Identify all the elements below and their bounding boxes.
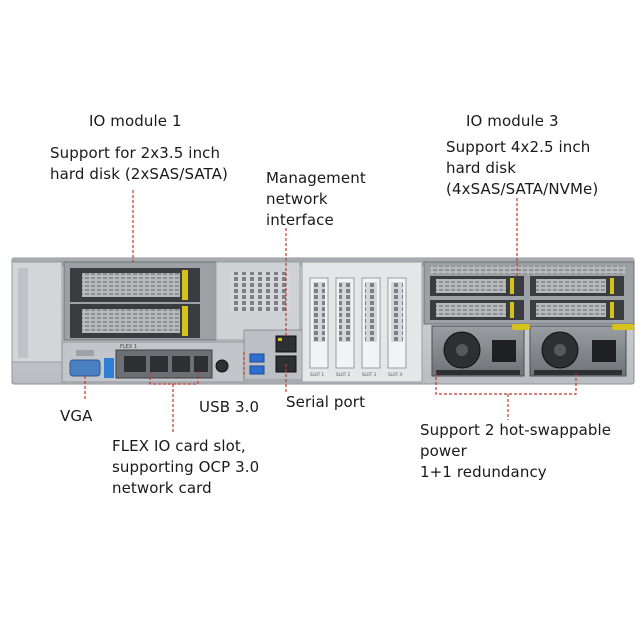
power-button [215, 359, 229, 373]
flex-port-3 [172, 356, 190, 372]
io-module-1-line-1: Support for 2x3.5 inch [50, 144, 221, 162]
pcie-slot-1-vent [313, 282, 325, 342]
callout-lines [84, 190, 577, 432]
flex-port-4 [194, 356, 208, 372]
vga-label: VGA [60, 407, 93, 425]
slot-label-2: SLOT 2 [336, 372, 350, 377]
management-label: Management network interface [266, 168, 366, 231]
usb-label: USB 3.0 [199, 398, 260, 416]
power-line-1: Support 2 hot-swappable [420, 421, 612, 439]
flex-release-tab [104, 358, 114, 378]
psu-1-handle [436, 370, 520, 375]
management-line-1: Management [266, 169, 366, 187]
management-port-led [278, 338, 282, 341]
drive-bay-2-5-2-latch [610, 278, 614, 294]
callout-power [435, 372, 577, 420]
slot-label-3: SLOT 3 [362, 372, 376, 377]
power-line-2: power [420, 442, 467, 460]
psu-2-release-tab [612, 324, 634, 330]
flex-line-2: supporting OCP 3.0 [112, 458, 260, 476]
slot-label-4: SLOT 4 [388, 372, 402, 377]
drive-bay-3-5-top-vent [82, 273, 180, 297]
drive-bay-2-5-4-latch [610, 302, 614, 318]
usb-port-top [249, 353, 265, 363]
flex-slot-label: FLEX 1 [120, 344, 137, 350]
mid-vent [230, 272, 290, 312]
drive-bay-2-5-4-vent [536, 303, 606, 317]
pcie-slots [309, 277, 407, 369]
psu-2-fan-hub [554, 344, 566, 356]
io-module-3-desc: Support 4x2.5 inch hard disk (4xSAS/SATA… [446, 137, 598, 200]
psu-2-socket [592, 340, 616, 362]
drive-bay-3-5-top-latch [182, 270, 188, 300]
serial-label: Serial port [286, 393, 366, 411]
pcie-slot-3-vent [365, 282, 377, 342]
vga-port [69, 359, 101, 377]
usb-port-bottom [249, 365, 265, 375]
vga-port-mark [76, 350, 94, 356]
flex-line-1: FLEX IO card slot, [112, 437, 246, 455]
flex-port-1 [124, 356, 146, 372]
pcie-slot-2-vent [339, 282, 351, 342]
left-ear-bracket [18, 268, 28, 358]
io-module-3-line-1: Support 4x2.5 inch [446, 138, 591, 156]
drive-bay-2-5-1-vent [436, 279, 506, 293]
drive-bay-3-5-bottom-latch [182, 306, 188, 336]
psu-1-fan-hub [456, 344, 468, 356]
io-module-3-title: IO module 3 [466, 112, 559, 130]
slot-label-1: SLOT 1 [310, 372, 324, 377]
io-module-3-line-3: (4xSAS/SATA/NVMe) [446, 180, 599, 198]
drive-bay-2-5-3-vent [436, 303, 506, 317]
psu-1-release-tab [512, 324, 530, 330]
psu-1-socket [492, 340, 516, 362]
psu-2-handle [534, 370, 622, 375]
management-line-3: interface [266, 211, 334, 229]
management-line-2: network [266, 190, 328, 208]
flex-line-3: network card [112, 479, 212, 497]
drive-bay-2-5-2-vent [536, 279, 606, 293]
io-module-3-line-2: hard disk [446, 159, 516, 177]
power-label: Support 2 hot-swappable power 1+1 redund… [420, 420, 611, 483]
io-module-3-top-vent [430, 266, 626, 274]
io-module-1-desc: Support for 2x3.5 inch hard disk (2xSAS/… [50, 143, 228, 185]
pcie-slot-4-vent [391, 282, 403, 342]
io-module-1-line-2: hard disk (2xSAS/SATA) [50, 165, 228, 183]
callout-flex [149, 372, 199, 432]
power-line-3: 1+1 redundancy [420, 463, 547, 481]
drive-bay-2-5-1-latch [510, 278, 514, 294]
drive-bay-2-5-3-latch [510, 302, 514, 318]
io-module-1-title: IO module 1 [89, 112, 182, 130]
flex-label: FLEX IO card slot, supporting OCP 3.0 ne… [112, 436, 259, 499]
flex-port-2 [150, 356, 168, 372]
drive-bay-3-5-bottom-vent [82, 309, 180, 333]
